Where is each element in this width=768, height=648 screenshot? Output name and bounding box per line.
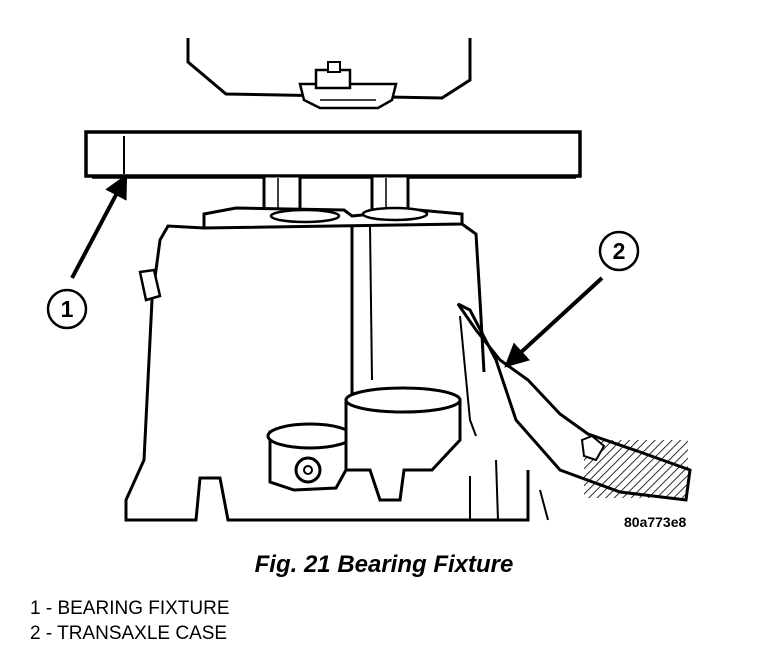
bearing-fixture — [84, 130, 582, 216]
press-ram — [186, 38, 472, 110]
legend-item: 1 - BEARING FIXTURE — [30, 598, 230, 619]
callout-2: 2 — [504, 230, 640, 368]
legend-item: 2 - TRANSAXLE CASE — [30, 623, 228, 644]
transaxle-case — [124, 206, 692, 522]
callout-1: 1 — [46, 173, 128, 330]
figure-reference-code: 80a773e8 — [624, 514, 687, 530]
callout-1-number: 1 — [61, 296, 74, 322]
bearing-fixture-illustration: 1 2 80a773e8 — [46, 38, 692, 530]
legend: 1 - BEARING FIXTURE 2 - TRANSAXLE CASE — [30, 596, 230, 646]
figure-caption: Fig. 21 Bearing Fixture — [254, 551, 514, 578]
callout-2-number: 2 — [613, 238, 626, 264]
